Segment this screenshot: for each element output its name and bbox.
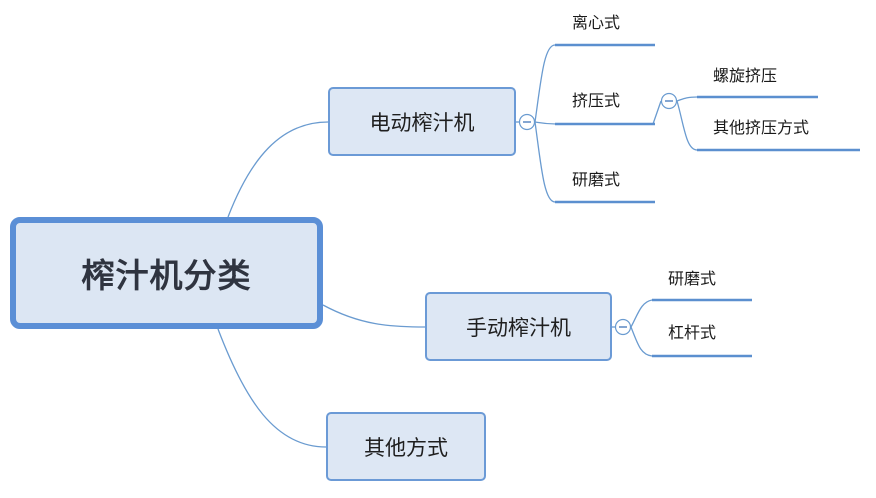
- connector-press-screw: [676, 96, 698, 102]
- leaf-manual-grind[interactable]: 研磨式: [668, 269, 717, 288]
- connector-manual-lever: [630, 326, 653, 357]
- branch-electric-label: 电动榨汁机: [369, 110, 475, 135]
- leaf-other-press[interactable]: 其他挤压方式: [713, 118, 810, 137]
- branch-manual-juicer[interactable]: 手动榨汁机: [425, 292, 612, 361]
- leaf-lever[interactable]: 杠杆式: [668, 323, 717, 342]
- collapse-toggle-electric[interactable]: [518, 113, 536, 131]
- branch-electric-juicer[interactable]: 电动榨汁机: [328, 87, 516, 156]
- leaf-screw-press[interactable]: 螺旋挤压: [713, 66, 778, 85]
- collapse-toggle-press[interactable]: [660, 92, 678, 110]
- leaf-press[interactable]: 挤压式: [572, 91, 621, 110]
- connector-root-other: [217, 328, 327, 448]
- leaf-centrifugal[interactable]: 离心式: [572, 13, 621, 32]
- connector-electric-centrifugal: [534, 44, 556, 123]
- connector-electric-grind: [534, 121, 556, 203]
- connector-press-other: [676, 100, 698, 151]
- branch-other-methods[interactable]: 其他方式: [326, 412, 486, 481]
- connector-press-collapse: [652, 100, 662, 125]
- leaf-electric-grind[interactable]: 研磨式: [572, 170, 621, 189]
- connector-root-electric: [227, 121, 329, 218]
- connector-electric-press: [534, 121, 557, 125]
- root-node[interactable]: 榨汁机分类: [10, 217, 323, 329]
- collapse-toggle-manual[interactable]: [614, 318, 632, 336]
- branch-manual-label: 手动榨汁机: [466, 315, 571, 340]
- root-node-label: 榨汁机分类: [81, 256, 252, 295]
- connector-manual-grind: [630, 299, 653, 328]
- branch-other-label: 其他方式: [364, 435, 448, 460]
- connector-root-manual: [322, 304, 426, 328]
